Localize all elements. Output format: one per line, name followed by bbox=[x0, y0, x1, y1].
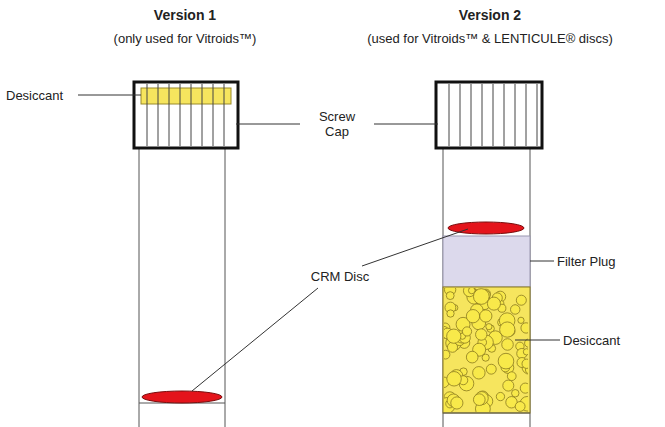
leader-lines bbox=[78, 95, 560, 391]
part-label: CRM Disc bbox=[300, 269, 380, 284]
vial-1 bbox=[134, 82, 238, 427]
part-label: Filter Plug bbox=[557, 254, 657, 269]
part-label: Screw Cap bbox=[307, 109, 367, 139]
version-heading: Version 1 bbox=[75, 8, 295, 23]
part-label: Desiccant bbox=[563, 333, 659, 348]
version-note: (used for Vitroids™ & LENTICULE® discs) bbox=[331, 31, 649, 46]
version-note: (only used for Vitroids™) bbox=[55, 31, 315, 46]
version-heading: Version 2 bbox=[380, 8, 600, 23]
part-label: Desiccant bbox=[6, 88, 76, 103]
vial-2 bbox=[436, 82, 542, 427]
